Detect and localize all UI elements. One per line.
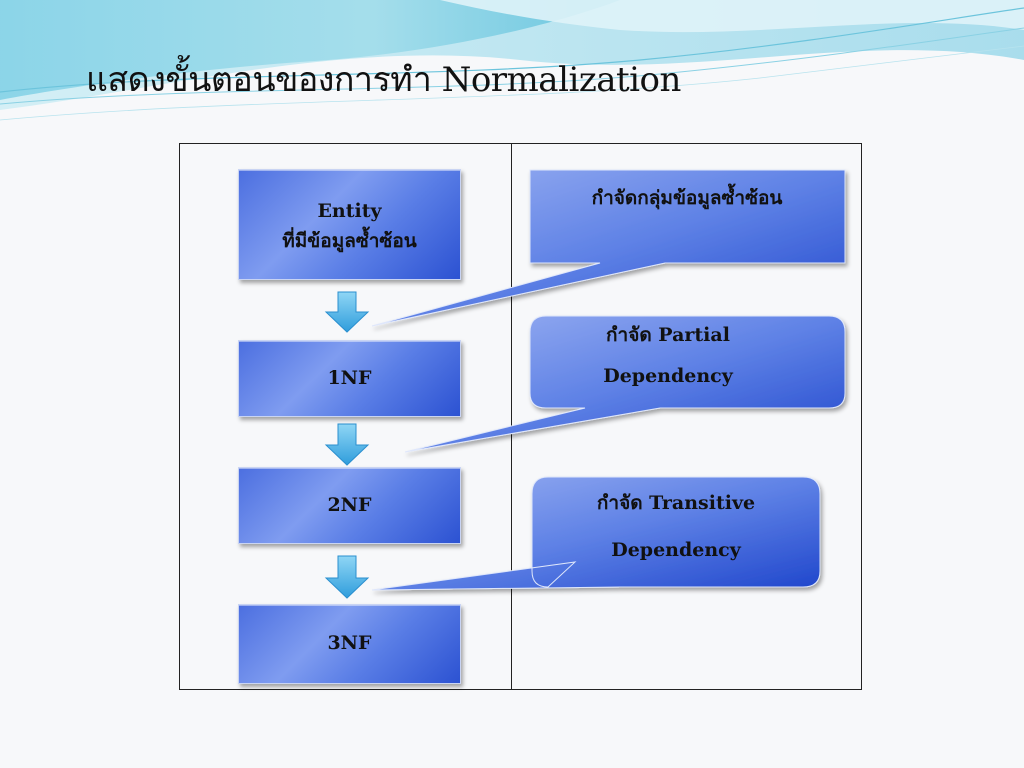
frame-divider <box>511 143 512 690</box>
step-2nf-label: 2NF <box>327 493 372 516</box>
callout-remove-repeating-groups: กำจัดกลุ่มข้อมูลซ้ำซ้อน <box>530 184 844 213</box>
callout-1-text: กำจัดกลุ่มข้อมูลซ้ำซ้อน <box>591 187 783 209</box>
step-3nf-label: 3NF <box>327 632 372 655</box>
diagram-frame <box>179 143 862 690</box>
down-arrow-icon <box>324 423 370 466</box>
step-2nf-box: 2NF <box>238 467 461 544</box>
step-entity-box: Entity ที่มีข้อมูลซ้ำซ้อน <box>238 169 461 280</box>
down-arrow-icon <box>324 291 370 333</box>
callout-remove-transitive-dependency: กำจัด Transitive Dependency <box>532 490 820 563</box>
callout-3-line2: Dependency <box>611 538 741 561</box>
slide-title: แสดงขั้นตอนของการทำ Normalization <box>86 60 681 100</box>
step-1nf-label: 1NF <box>327 366 372 389</box>
step-entity-title: Entity <box>317 200 382 223</box>
step-entity-subtitle: ที่มีข้อมูลซ้ำซ้อน <box>282 229 417 252</box>
step-1nf-box: 1NF <box>238 340 461 417</box>
callout-3-line1: กำจัด Transitive <box>596 492 756 514</box>
callout-remove-partial-dependency: กำจัด Partial Dependency <box>530 322 806 389</box>
callout-shape-3 <box>371 476 821 591</box>
callout-shape-1 <box>371 169 846 327</box>
callout-2-line2: Dependency <box>603 364 733 387</box>
down-arrow-icon <box>324 555 370 599</box>
callout-shape-2 <box>404 315 846 453</box>
step-3nf-box: 3NF <box>238 604 461 684</box>
callout-2-line1: กำจัด Partial <box>606 324 730 346</box>
